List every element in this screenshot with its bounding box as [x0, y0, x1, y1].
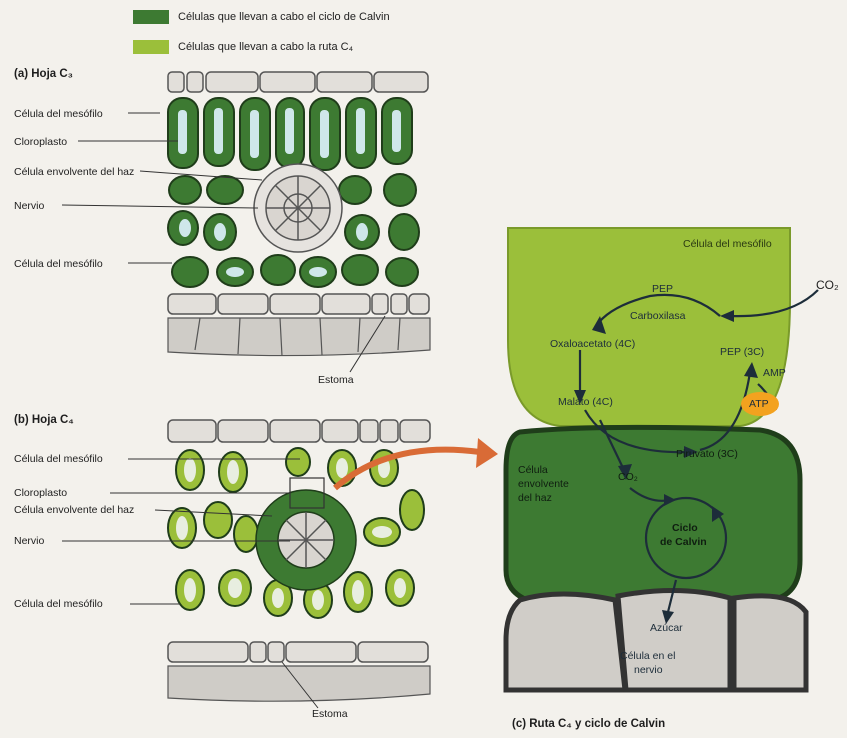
panel-c-carboxylase: Carboxilasa — [630, 310, 685, 323]
panel-c-pep: PEP — [652, 283, 673, 296]
panel-c-sheath-label-1: Célula — [518, 464, 548, 477]
panel-c-pep3c: PEP (3C) — [720, 346, 764, 359]
panel-c-mesophyll-label: Célula del mesófilo — [683, 238, 772, 251]
panel-c-vein-label-2: nervio — [634, 664, 663, 677]
panel-c-co2-in: CO₂ — [816, 279, 839, 292]
panel-c-co2-sheath: CO₂ — [618, 471, 638, 484]
panel-c-calvin-label-2: de Calvin — [660, 536, 707, 549]
panel-c-vein-label-1: Célula en el — [620, 650, 675, 663]
panel-c-calvin-label-1: Ciclo — [672, 522, 698, 535]
panel-c-oxaloacetate: Oxaloacetato (4C) — [550, 338, 635, 351]
panel-c-amp: AMP — [763, 367, 786, 380]
panel-c-sugar: Azúcar — [650, 622, 683, 635]
panel-c-malate: Malato (4C) — [558, 396, 613, 409]
panel-c-pyruvate: Piruvato (3C) — [676, 448, 738, 461]
panel-c-atp: ATP — [749, 398, 769, 411]
panel-c-sheath-label-3: del haz — [518, 492, 552, 505]
panel-c-sheath-label-2: envolvente — [518, 478, 569, 491]
panel-c-title: (c) Ruta C₄ y ciclo de Calvin — [512, 718, 665, 731]
